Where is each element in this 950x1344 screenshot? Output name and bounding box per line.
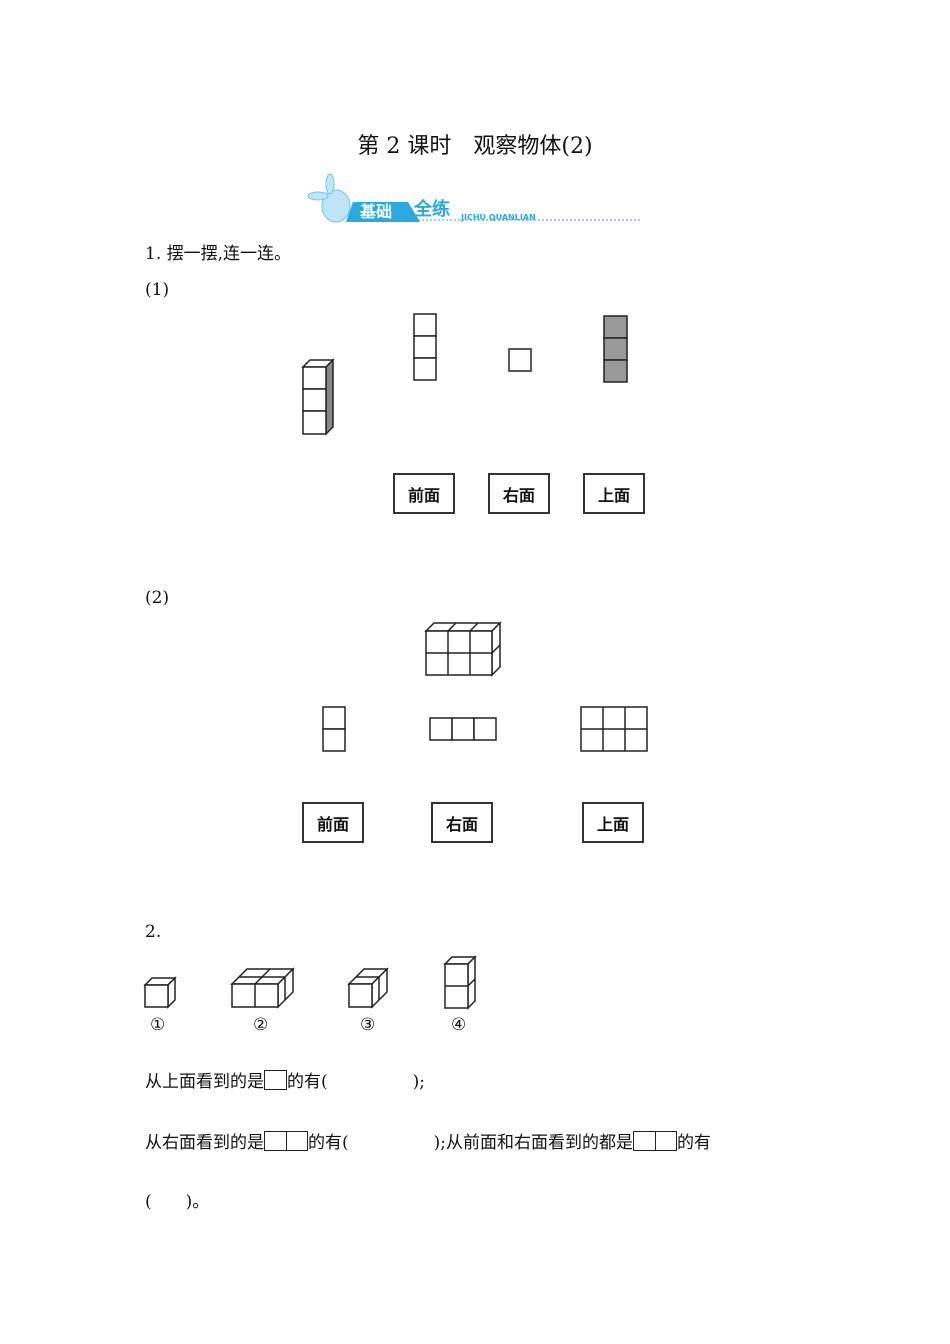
- figure-label-1: ①: [150, 1015, 166, 1035]
- q2-number: 2.: [145, 922, 162, 942]
- banner-cn-a: 基础: [360, 202, 393, 221]
- figure-2-four-cubes: [230, 967, 295, 1009]
- q1-part1-label: (1): [145, 280, 170, 300]
- q1-prompt: 1. 摆一摆,连一连。: [145, 244, 292, 264]
- label-front: 前面: [393, 473, 455, 514]
- figure-3-two-cubes-deep: [347, 967, 389, 1009]
- single-square-icon: [264, 1070, 287, 1090]
- view-three-vertical-shaded: [603, 315, 628, 383]
- banner-pinyin: JICHU QUANLIAN: [461, 213, 536, 222]
- view-3x2: [580, 706, 648, 752]
- figure-1-single-cube: [143, 976, 177, 1009]
- q2-line1-text-a: 从上面看到的是: [145, 1072, 264, 1092]
- label-front: 前面: [302, 802, 364, 843]
- q1-part2-label: (2): [145, 588, 170, 608]
- q2-line2-text-c: 的有: [677, 1133, 711, 1153]
- column-of-three-cubes: [301, 358, 335, 436]
- figure-label-4: ④: [451, 1015, 467, 1035]
- label-top: 上面: [583, 473, 645, 514]
- figure-4-two-cubes-stacked: [443, 955, 477, 1010]
- two-squares-icon: [264, 1131, 308, 1151]
- label-right: 右面: [431, 802, 493, 843]
- section-banner: 基础 全练 JICHU QUANLIAN: [307, 173, 643, 230]
- q2-line1: 从上面看到的是 的有( );: [145, 1070, 425, 1092]
- q2-line1-answer-blank[interactable]: 的有( );: [287, 1072, 425, 1092]
- block-3x2-cubes: [424, 621, 502, 677]
- figure-label-2: ②: [253, 1015, 269, 1035]
- view-1x2: [322, 706, 346, 752]
- view-single-square: [508, 348, 532, 372]
- q2-line2-text-a: 从右面看到的是: [145, 1133, 264, 1153]
- q2-line2-answer-blank[interactable]: 的有( );从前面和右面看到的都是: [308, 1133, 633, 1153]
- q2-line2: 从右面看到的是 的有( );从前面和右面看到的都是 的有: [145, 1131, 711, 1153]
- label-top: 上面: [582, 802, 644, 843]
- two-squares-icon: [633, 1131, 677, 1151]
- rabbit-mascot-icon: [307, 173, 641, 223]
- view-3x1: [429, 717, 497, 741]
- figure-label-3: ③: [360, 1015, 376, 1035]
- banner-cn-b: 全练: [414, 199, 450, 220]
- page-title: 第 2 课时 观察物体(2): [357, 134, 593, 159]
- label-right: 右面: [488, 473, 550, 514]
- q2-line3-answer-blank[interactable]: ( )。: [145, 1192, 210, 1212]
- view-three-vertical: [413, 313, 437, 381]
